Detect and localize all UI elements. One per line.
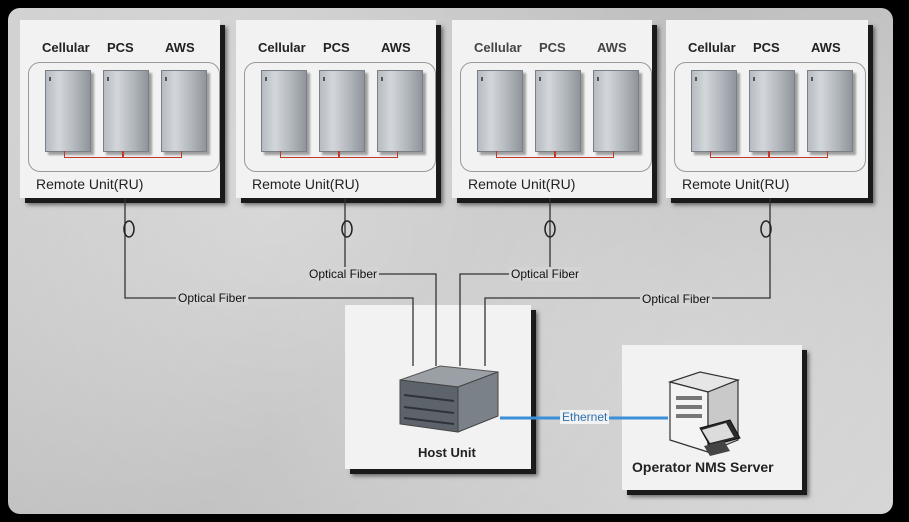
fiber-label-4: Optical Fiber: [640, 292, 712, 306]
host-unit-chassis-icon: [400, 366, 498, 432]
fiber-line-ru3: [460, 198, 550, 366]
fiber-label-2: Optical Fiber: [307, 267, 379, 281]
fiber-label-1: Optical Fiber: [176, 291, 248, 305]
fiber-line-ru4: [485, 198, 770, 366]
fiber-line-ru2: [345, 198, 436, 366]
server-computer-icon: [670, 372, 740, 456]
fiber-coil-ru2: [342, 221, 352, 237]
fiber-label-3: Optical Fiber: [509, 267, 581, 281]
ethernet-label: Ethernet: [560, 410, 609, 424]
fiber-line-ru1: [125, 198, 413, 366]
